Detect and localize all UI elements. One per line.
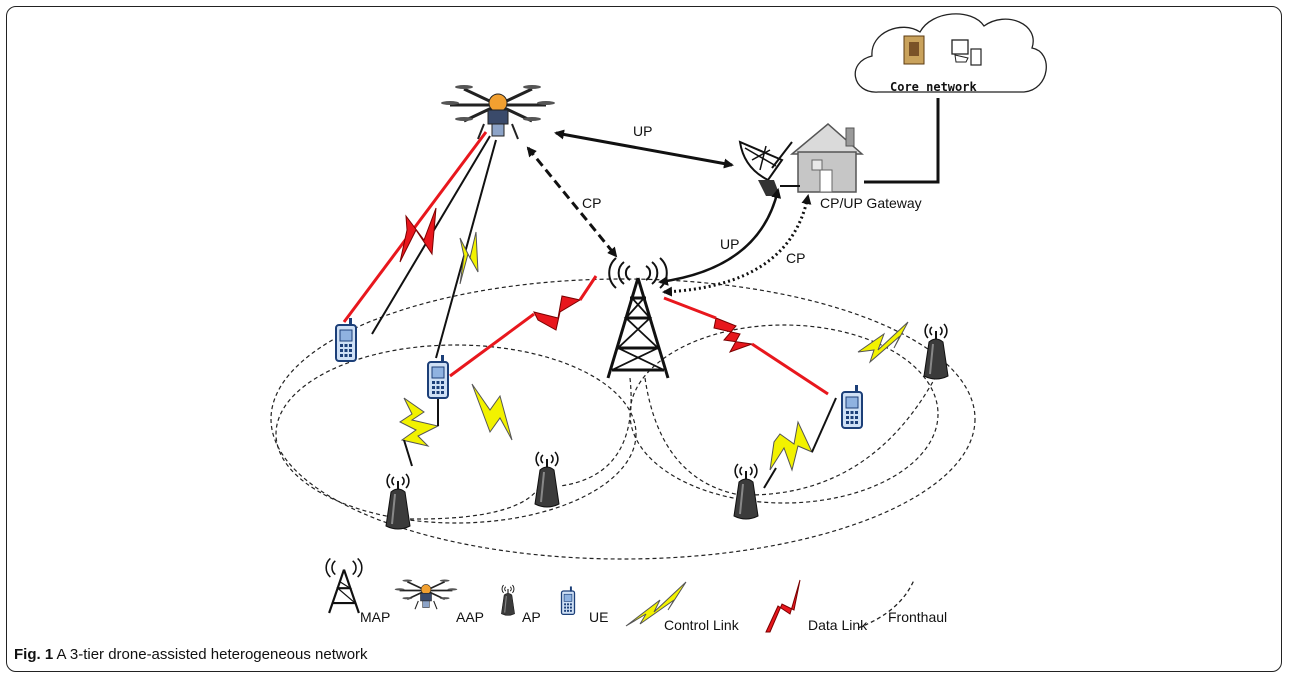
legend-aap-label: AAP: [456, 609, 484, 625]
ue-phone-3: [841, 384, 863, 429]
data-link-bolts: [399, 207, 753, 353]
legend-ue-icon: [560, 585, 576, 616]
ue-phone-1: [335, 317, 357, 362]
up-label-top: UP: [633, 123, 652, 139]
up-label-mid: UP: [720, 236, 739, 252]
legend-ap-icon: [500, 584, 516, 616]
figure-caption-text: A 3-tier drone-assisted heterogeneous ne…: [56, 646, 368, 663]
cp-link-map-gateway: [662, 194, 812, 297]
monitor-icon: [951, 39, 969, 55]
drone-ue-data-line: [342, 131, 488, 323]
fronthaul-lines: [409, 377, 936, 520]
legend-control-link-bolt: [625, 581, 687, 627]
map-ue-data-line-left: [449, 312, 535, 378]
cp-label-drone: CP: [582, 195, 601, 211]
legend-ap-label: AP: [522, 609, 541, 625]
legend-fronthaul-label: Fronthaul: [888, 609, 947, 625]
gateway-label: CP/UP Gateway: [820, 195, 922, 211]
pda-icon: [970, 48, 982, 66]
satellite-dish-icon: [738, 140, 800, 196]
small-cell-right-boundary: [629, 324, 939, 504]
ap-icon-2: [534, 451, 560, 508]
figure-number: Fig. 1: [14, 646, 54, 663]
control-link-bolts: [399, 231, 909, 472]
core-gateway-link: [864, 98, 940, 184]
legend-map-icon: [325, 557, 363, 614]
ap-icon-1: [385, 473, 411, 530]
ap-icon-4: [923, 323, 949, 380]
map-ue-data-line-right: [663, 296, 717, 320]
drone-aap-icon: [439, 83, 557, 141]
network-diagram: Core network CP/UP Gateway UP CP UP CP: [270, 13, 1047, 633]
figure-caption: Fig. 1 A 3-tier drone-assisted heterogen…: [14, 646, 368, 663]
figure-frame: [6, 6, 1282, 672]
core-network-cloud: Core network: [854, 13, 1047, 94]
legend-fronthaul-line: [857, 579, 915, 629]
legend-data-link-label: Data Link: [808, 617, 868, 633]
cp-label-mid: CP: [786, 250, 805, 266]
legend-aap-icon: [393, 578, 459, 611]
ue-phone-2: [427, 354, 449, 399]
legend-ue-label: UE: [589, 609, 608, 625]
legend-map-label: MAP: [360, 609, 390, 625]
ap-icon-3: [733, 463, 759, 520]
macro-tower-map-icon: [606, 257, 670, 379]
cp-link-drone-map: [526, 146, 618, 258]
macro-cell-boundary: [270, 278, 976, 560]
up-link-drone-gateway: [554, 129, 734, 169]
core-network-label: Core network: [890, 80, 977, 94]
legend-data-link-bolt: [765, 579, 801, 633]
legend: MAP AAP AP UE Control Link Data Link Fro…: [325, 557, 947, 633]
gateway-house-icon: [789, 123, 864, 193]
up-link-map-gateway: [658, 188, 782, 286]
legend-control-link-label: Control Link: [664, 617, 740, 633]
small-cell-left-boundary: [275, 344, 637, 524]
